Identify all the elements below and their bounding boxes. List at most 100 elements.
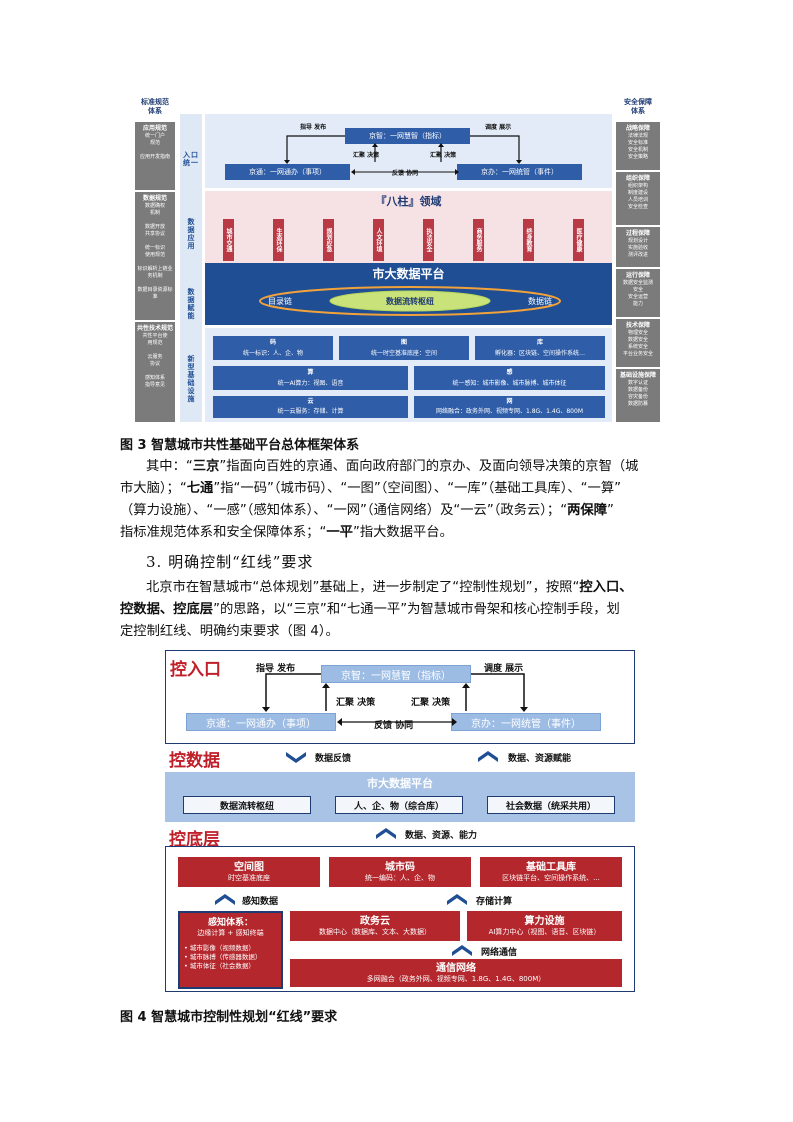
guide-label: 指导 发布 [300, 124, 327, 131]
section-heading-3: 3. 明确控制“红线”要求 [146, 553, 314, 571]
f4-platform-item-2: 人、企、物（综合库） [335, 796, 463, 814]
infra-network: 网 网络融合：政务外网、视频专网、1.8G、1.4G、800M [414, 396, 605, 418]
infrastructure-band: 码 统一标识：人、企、物 图 统一时空基准底座：空间 库 孵化器：区块链、空间操… [205, 328, 612, 422]
f4-sense-data-label: 感知数据 [242, 897, 279, 907]
right-block-operation: 运行保障数据安全监测 安全 安全运营 能力 [616, 267, 660, 317]
para1-line-1: 其中：“三京”指面向百姓的京通、面向政府部门的京办、及面向领导决策的京智（城 [146, 459, 639, 474]
right-column-header: 安全保障 体系 [624, 98, 652, 115]
infra-library: 库 孵化器：区块链、空间操作系统… [475, 336, 605, 360]
infra-code: 码 统一标识：人、企、物 [213, 336, 333, 360]
entry-arrows [284, 135, 522, 175]
f4-platform-item-3: 社会数据（统采共用） [487, 796, 615, 814]
security-column: 战略保障法律法规 安全标准 安全机制 安全策略 组织保障组织架构 制度建设 人员… [616, 120, 660, 422]
label-infrastructure: 新型基础设施 [187, 355, 195, 403]
f4-platform-title: 市大数据平台 [367, 777, 433, 790]
label-data-application: 数据应用 [187, 218, 195, 250]
figure-4-caption: 图 4 智慧城市控制性规划“红线”要求 [120, 1010, 338, 1025]
pillars-title: 『八柱』领域 [375, 195, 442, 208]
platform-title: 市大数据平台 [372, 266, 445, 281]
infra-compute: 算 统一AI算力：视图、语音 [213, 366, 408, 390]
para2-line-2: 控数据、控底层”的思路，以“三京”和“七通一平”为智慧城市骨架和核心控制手段，划 [120, 602, 620, 617]
paragraph-1: 其中：“三京”指面向百姓的京通、面向政府部门的京办、及面向领导决策的京智（城 市… [120, 456, 680, 544]
pillar-4: 人文环境 [373, 219, 384, 261]
para1-line-3: （算力设施）、“一感”（感知体系）、“一网”（通信网络）及“一云”（政务云）；“… [120, 503, 614, 518]
f4-base-title: 控底层 [169, 830, 220, 850]
f4-jingban-box: 京办：一网统管（事件） [451, 713, 601, 731]
f4-guide-label: 指导 发布 [256, 664, 296, 674]
infra-map: 图 统一时空基准底座：空间 [339, 336, 469, 360]
para1-line-2: 市大脑）；“七通”指“一码”（城市码）、“一图”（空间图）、“一库”（基础工具库… [120, 481, 622, 496]
f4-gov-cloud: 政务云 数据中心（数据库、文本、大数据） [290, 911, 460, 941]
label-data-empower: 数据赋能 [187, 288, 195, 320]
pillar-6: 商务服务 [473, 219, 484, 261]
f4-platform-item-1: 数据流转枢纽 [183, 796, 311, 814]
right-block-process: 过程保障规划设计 实施验收 测评改进 [616, 225, 660, 267]
entry-band: 京智：一网慧智（指标） 京通：一网通办（事项） 京办：一网统管（事件） 指导 发… [205, 114, 612, 188]
left-block-tech: 共性技术规范共性平台使 用规范 云服务 协议 感知体系 指导意见 [135, 320, 175, 422]
pillar-2: 生态环保 [273, 219, 284, 261]
para2-line-1: 北京市在智慧城市“总体规划”基础上，进一步制定了“控制性规划”，按照“控入口、 [146, 580, 633, 595]
figure-3: 标准规范 体系 应用规范统一门户 规范 应用开发指南 数据规范数据确权 机制 数… [135, 98, 660, 423]
pillar-3: 规划应急 [323, 219, 334, 261]
jingban-box: 京办：一网统管（事件） [457, 164, 582, 180]
infra-cloud: 云 统一云服务：存储、计算 [213, 396, 408, 418]
layer-labels: 入口 统一 数据应用 数据赋能 新型基础设施 [180, 114, 202, 422]
pillar-5: 执法安全 [423, 219, 434, 261]
chevron-up-icon [447, 894, 467, 905]
chevron-up-icon [376, 828, 396, 839]
jingzhi-box: 京智：一网慧智（指标） [345, 128, 470, 144]
jingtong-box: 京通：一网通办（事项） [225, 164, 350, 180]
f4-entry-arrows [262, 673, 528, 726]
right-block-strategy: 战略保障法律法规 安全标准 安全机制 安全策略 [616, 120, 660, 170]
f4-feedback-label: 反馈 协同 [374, 721, 414, 731]
chevron-up-icon [478, 751, 498, 762]
f4-net-comm-label: 网络通信 [481, 948, 518, 958]
para1-line-4: 指标准规范体系和安全保障体系；“一平”指大数据平台。 [120, 525, 453, 540]
platform-band: 市大数据平台 目录链 数据流转枢纽 数据链 [205, 263, 612, 325]
chain-left-label: 目录链 [268, 296, 292, 306]
f4-jingzhi-box: 京智：一网慧智（指标） [321, 665, 471, 683]
f4-entry-title: 控入口 [170, 660, 221, 680]
standards-column: 应用规范统一门户 规范 应用开发指南 数据规范数据确权 机制 数据开放 共享协议… [135, 120, 175, 422]
f4-dispatch-label: 调度 展示 [484, 664, 524, 674]
right-block-technical: 技术保障物理安全 数据安全 系统安全 平台业务安全 [616, 317, 660, 367]
right-block-infra: 基础设施保障数字认证 数据备份 容灾备份 数据防篡 [616, 367, 660, 422]
f4-data-feedback: 数据反馈 [315, 754, 352, 764]
f4-sense-system: 感知体系： 边缘计算 + 感知终端 • 城市影像（视频数据） • 城市脉搏（传感… [178, 911, 283, 989]
left-block-app: 应用规范统一门户 规范 应用开发指南 [135, 120, 175, 190]
pillars-band: 『八柱』领域 城市交通 生态环保 规划应急 人文环境 执法安全 商务服务 终身教… [205, 191, 612, 263]
feedback-label: 反馈 协同 [392, 170, 419, 177]
left-block-data: 数据规范数据确权 机制 数据开放 共享协议 统一标识 使用规范 标识解析上链业 … [135, 190, 175, 320]
f4-data-resource: 数据、资源赋能 [508, 754, 572, 764]
f4-data-title: 控数据 [169, 751, 220, 771]
pillar-8: 医疗健康 [573, 219, 584, 261]
dispatch-label: 调度 展示 [485, 124, 512, 131]
f4-network: 通信网络 多网融合（政务外网、视频专网、1.8G、1.4G、800M） [290, 959, 622, 987]
label-entry: 入口 统一 [183, 151, 199, 167]
f4-storage-label: 存储计算 [476, 897, 513, 907]
f4-gather-label-2: 汇聚 决策 [411, 698, 451, 708]
figure-3-caption: 图 3 智慧城市共性基础平台总体框架体系 [120, 438, 360, 453]
f4-base-frame: 空间图 时空基准底座 城市码 统一编码：人、企、物 基础工具库 区块链平台、空间… [165, 846, 635, 992]
infra-sense: 感 统一感知：城市影像、城市脉搏、城市体征 [414, 366, 605, 390]
f4-compute: 算力设施 AI算力中心（视图、语音、区块链） [467, 911, 622, 941]
chevron-up-icon [215, 894, 235, 905]
left-column-header: 标准规范 体系 [141, 98, 169, 115]
f4-base-up-label: 数据、资源、能力 [405, 831, 478, 841]
pillar-7: 终身教育 [523, 219, 534, 261]
pillar-1: 城市交通 [223, 219, 234, 261]
chain-right-label: 数据链 [528, 296, 552, 306]
gather-label-1: 汇聚 决策 [353, 152, 380, 159]
f4-city-code: 城市码 统一编码：人、企、物 [329, 857, 471, 887]
f4-tool-library: 基础工具库 区块链平台、空间操作系统、... [480, 857, 622, 887]
pillars-row: 城市交通 生态环保 规划应急 人文环境 执法安全 商务服务 终身教育 医疗健康 [223, 219, 603, 261]
f4-space-map: 空间图 时空基准底座 [178, 857, 320, 887]
right-block-org: 组织保障组织架构 制度建设 人员培训 安全检查 [616, 170, 660, 225]
f4-entry-frame: 控入口 京智：一网慧智（指标） 京通：一网通办（事项） 京办：一网统管（事件） … [165, 650, 635, 744]
gather-label-2: 汇聚 决策 [430, 152, 457, 159]
chain-ellipses [259, 286, 561, 316]
f4-gather-label-1: 汇聚 决策 [336, 698, 376, 708]
chevron-down-icon [286, 752, 306, 763]
chevron-up-icon [452, 945, 472, 956]
figure-4: 控入口 京智：一网慧智（指标） 京通：一网通办（事项） 京办：一网统管（事件） … [165, 650, 635, 995]
